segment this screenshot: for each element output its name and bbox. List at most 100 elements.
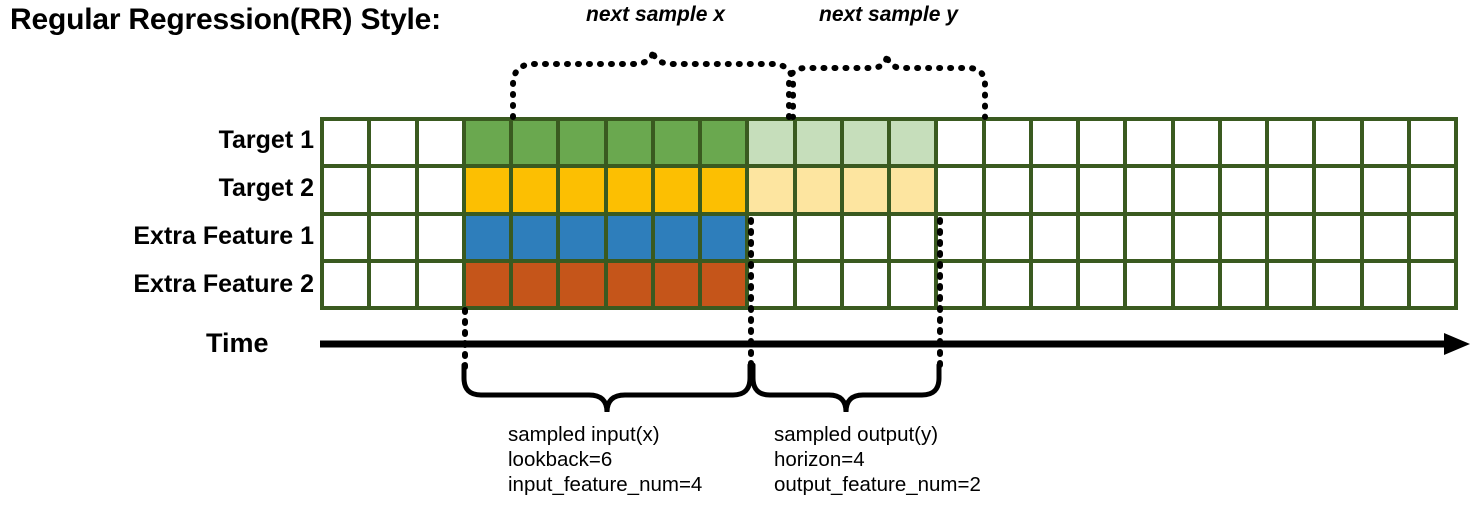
grid-cell-r2-c10 [749,168,793,212]
grid-cell-r1-c18 [1127,121,1171,165]
grid-cell-r4-c24 [1410,262,1454,306]
grid-cell-r1-c16 [1032,121,1076,165]
grid-cell-r3-c13 [891,215,935,259]
grid-cell-r1-c10 [749,121,793,165]
grid-cell-r1-c1 [324,121,368,165]
caption-sampled-input: sampled input(x) lookback=6 input_featur… [508,422,702,497]
grid-cell-r1-c24 [1410,121,1454,165]
grid-cell-r1-c11 [796,121,840,165]
grid-cell-r3-c1 [324,215,368,259]
grid-cell-r1-c17 [1080,121,1124,165]
caption-output-line-1: sampled output(y) [774,423,939,446]
grid-cell-r4-c3 [418,262,462,306]
grid-cell-r4-c18 [1127,262,1171,306]
grid-cell-r2-c13 [891,168,935,212]
grid-cell-r2-c11 [796,168,840,212]
grid-cell-r1-c15 [985,121,1029,165]
grid-cell-r4-c6 [560,262,604,306]
grid-cell-r3-c3 [418,215,462,259]
grid-cell-r4-c11 [796,262,840,306]
row-label-target-1: Target 1 [218,126,314,154]
time-axis-label: Time [206,328,269,358]
grid-cell-r3-c11 [796,215,840,259]
caption-input-line-3: input_feature_num=4 [508,473,703,496]
grid-cell-r3-c10 [749,215,793,259]
grid-cell-r3-c7 [607,215,651,259]
grid-cell-r2-c7 [607,168,651,212]
grid-cell-r4-c2 [371,262,415,306]
grid-cell-r1-c7 [607,121,651,165]
time-axis-arrow [320,333,1470,355]
grid-cell-r1-c6 [560,121,604,165]
grid-cell-r3-c9 [702,215,746,259]
grid-cell-r3-c8 [654,215,698,259]
grid-cell-r4-c15 [985,262,1029,306]
grid-cell-r2-c12 [843,168,887,212]
grid-cell-r2-c16 [1032,168,1076,212]
grid-cell-r3-c12 [843,215,887,259]
grid-cell-r2-c19 [1174,168,1218,212]
grid-cell-r4-c12 [843,262,887,306]
grid-cell-r2-c18 [1127,168,1171,212]
row-label-extra-feature-1: Extra Feature 1 [133,222,314,250]
grid-cell-r2-c15 [985,168,1029,212]
grid-cell-r2-c6 [560,168,604,212]
grid-cell-r3-c20 [1221,215,1265,259]
grid-cell-r1-c3 [418,121,462,165]
grid-cell-r3-c24 [1410,215,1454,259]
grid-cell-r4-c7 [607,262,651,306]
grid-cell-r3-c2 [371,215,415,259]
grid-cell-r4-c9 [702,262,746,306]
next-sample-y-brace [786,53,988,120]
row-label-extra-feature-2: Extra Feature 2 [133,270,314,298]
grid-cell-r2-c8 [654,168,698,212]
grid-cell-r2-c22 [1316,168,1360,212]
grid-cell-r2-c14 [938,168,982,212]
grid-cell-r3-c21 [1269,215,1313,259]
grid-cell-r4-c8 [654,262,698,306]
grid-cell-r3-c15 [985,215,1029,259]
grid-cell-r3-c18 [1127,215,1171,259]
grid-cell-r2-c20 [1221,168,1265,212]
grid-cell-r4-c4 [465,262,509,306]
grid-cell-r1-c9 [702,121,746,165]
grid-cell-r4-c14 [938,262,982,306]
grid-cell-r4-c13 [891,262,935,306]
grid-cell-r1-c14 [938,121,982,165]
grid-cell-r1-c2 [371,121,415,165]
timeseries-grid [320,117,1458,310]
grid-cell-r2-c5 [513,168,557,212]
grid-cell-r2-c9 [702,168,746,212]
grid-cell-r1-c12 [843,121,887,165]
grid-cell-r4-c10 [749,262,793,306]
grid-cell-r1-c4 [465,121,509,165]
grid-cell-r1-c8 [654,121,698,165]
grid-cell-r2-c24 [1410,168,1454,212]
grid-cell-r3-c19 [1174,215,1218,259]
grid-cell-r2-c21 [1269,168,1313,212]
row-label-target-2: Target 2 [218,174,314,202]
grid-cell-r3-c16 [1032,215,1076,259]
grid-cell-r4-c23 [1363,262,1407,306]
grid-cell-r4-c5 [513,262,557,306]
grid-cell-r4-c17 [1080,262,1124,306]
grid-cell-r1-c20 [1221,121,1265,165]
grid-cell-r4-c1 [324,262,368,306]
grid-cell-r3-c23 [1363,215,1407,259]
grid-cell-r1-c5 [513,121,557,165]
grid-cell-r3-c4 [465,215,509,259]
caption-input-line-1: sampled input(x) [508,423,660,446]
grid-cell-r3-c6 [560,215,604,259]
grid-cell-r3-c17 [1080,215,1124,259]
grid-cell-r2-c23 [1363,168,1407,212]
grid-cell-r2-c1 [324,168,368,212]
next-sample-x-brace [510,49,796,120]
sampled-input-brace [461,362,753,413]
page-title: Regular Regression(RR) Style: [10,3,441,36]
grid-cell-r3-c22 [1316,215,1360,259]
grid-cell-r4-c21 [1269,262,1313,306]
grid-cell-r1-c23 [1363,121,1407,165]
sampled-output-brace [750,362,942,413]
annotation-next-sample-x: next sample x [586,3,725,26]
grid-cell-r4-c22 [1316,262,1360,306]
